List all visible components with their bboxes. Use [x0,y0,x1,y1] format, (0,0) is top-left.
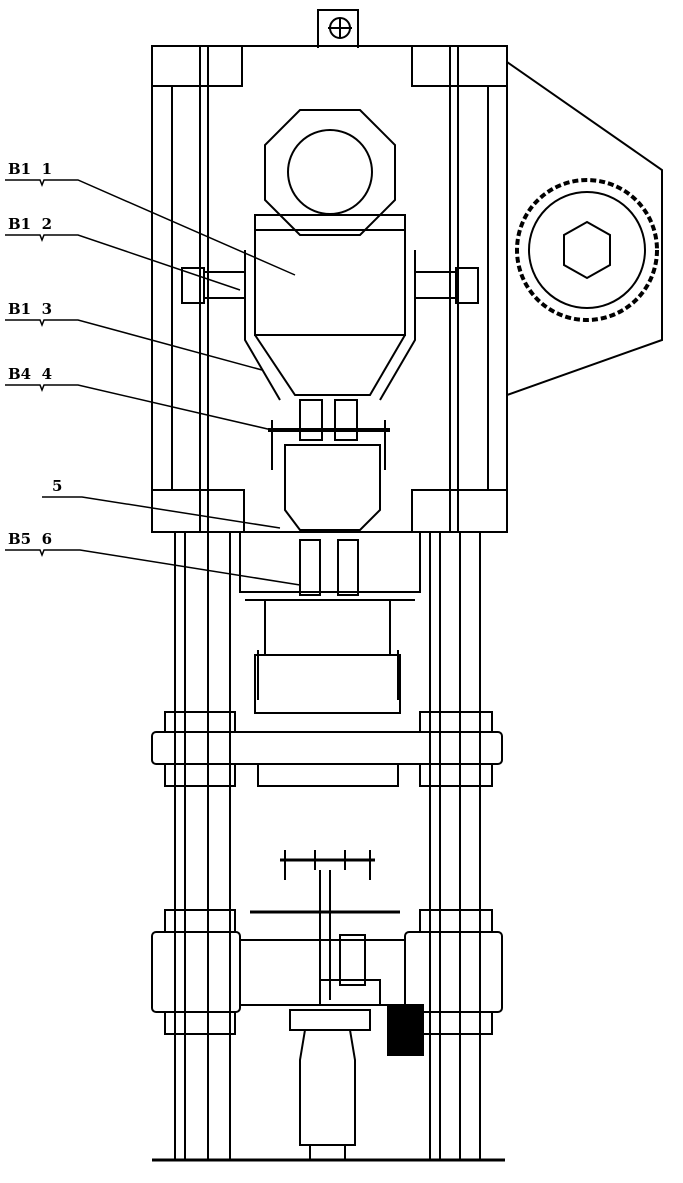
valve-assembly-upper [268,400,390,470]
side-gear-housing [507,62,662,395]
upper-frame [152,46,507,532]
middle-chamber [285,445,380,530]
flywheel [265,110,395,235]
cylinder [255,600,400,713]
part-label-3: B1 3 [8,300,52,318]
part-label-6: B5 6 [8,530,52,548]
lifting-lug [318,10,358,48]
part-label-1: B1 1 [8,160,52,178]
valve-assembly-lower [240,532,420,600]
part-label-4: B4 4 [8,365,52,383]
columns [175,532,480,1160]
hopper [182,215,478,400]
crosshead [152,712,502,786]
lower-base [152,910,505,1160]
part-label-2: B1 2 [8,215,52,233]
part-label-5: 5 [52,477,62,495]
